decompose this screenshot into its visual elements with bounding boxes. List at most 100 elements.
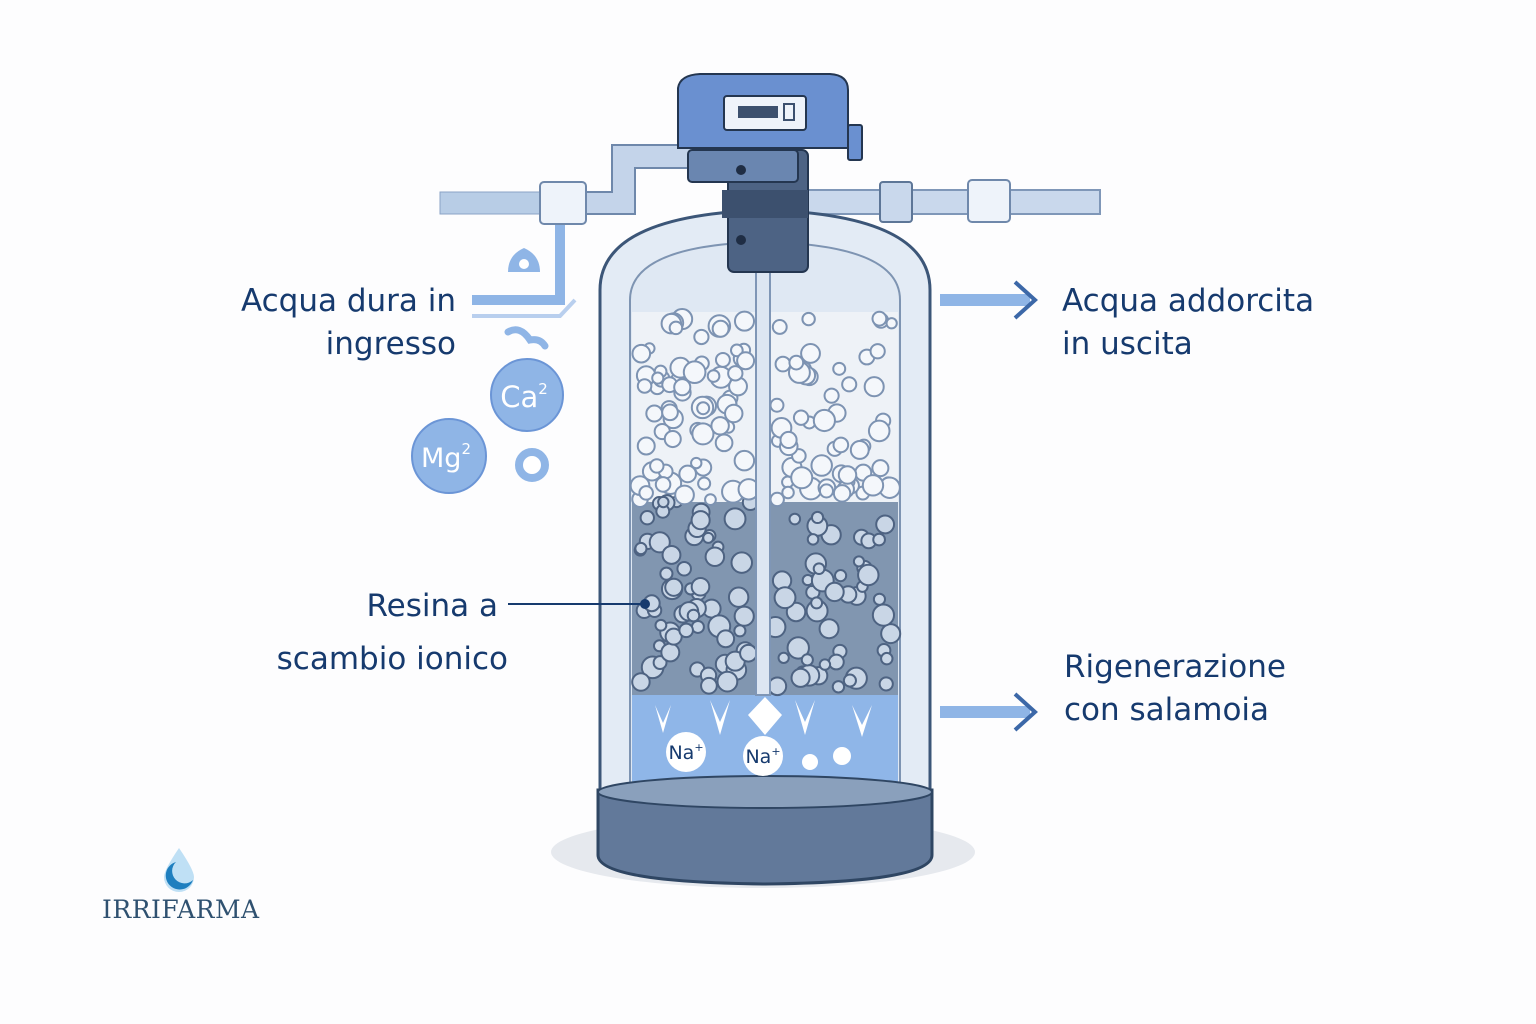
resin-bead <box>800 343 821 364</box>
resin-bead <box>631 672 651 692</box>
resin-bead <box>674 484 695 506</box>
resin-bead <box>790 466 814 490</box>
resin-bead <box>716 670 739 693</box>
resin-bead <box>636 378 653 394</box>
resin-bead <box>711 319 730 338</box>
resin-bead <box>706 369 721 383</box>
resin-bead <box>871 459 890 478</box>
resin-bead <box>723 507 747 531</box>
resin-bead <box>863 376 885 398</box>
outlet-label: Acqua addorcita in uscita <box>1062 280 1314 366</box>
resin-bead <box>788 512 802 526</box>
inlet-label-line-2: ingresso <box>325 326 456 362</box>
tank-base-rim <box>597 775 933 809</box>
resin-bead <box>875 514 896 535</box>
resin-bead <box>729 343 744 358</box>
regeneration-label-line-1: Rigenerazione <box>1064 649 1286 685</box>
resin-bead <box>676 560 692 577</box>
resin-bead <box>673 378 692 397</box>
calcium-ion-label: Ca2 <box>500 380 548 414</box>
resin-bead <box>812 408 836 433</box>
regeneration-arrow <box>940 692 1038 732</box>
resin-bead <box>690 510 711 531</box>
resin-bead <box>885 317 898 330</box>
magnesium-ion <box>411 418 487 494</box>
resin-bead <box>779 430 798 450</box>
resin-bead <box>730 551 753 574</box>
resin-bead <box>849 440 870 460</box>
resin-bead <box>781 485 795 500</box>
resin-bead <box>788 354 805 371</box>
resin-bead <box>690 456 703 470</box>
resin-bead <box>880 623 902 645</box>
outlet-label-line-2: in uscita <box>1062 326 1193 362</box>
resin-bead <box>664 577 684 597</box>
resin-bead <box>872 532 886 547</box>
resin-bead <box>661 545 682 565</box>
resin-label: Resina a scambio ionico <box>240 580 508 686</box>
resin-bead <box>682 360 707 385</box>
resin-bead <box>871 310 888 327</box>
resin-bead <box>690 576 711 597</box>
magnesium-ion-label: Mg2 <box>421 440 471 474</box>
outlet-label-line-1: Acqua addorcita <box>1062 283 1315 319</box>
regeneration-label: Rigenerazione con salamoia <box>1064 646 1286 732</box>
outlet-pipe <box>799 179 1101 223</box>
resin-bead <box>654 618 668 632</box>
resin-bead <box>869 343 886 360</box>
resin-bead <box>702 531 715 544</box>
bubble <box>802 754 818 770</box>
resin-bead <box>733 605 755 627</box>
resin-bead <box>638 485 654 501</box>
resin-bead <box>649 458 665 474</box>
resin-bead <box>727 365 744 382</box>
resin-bead <box>631 343 652 364</box>
resin-bead <box>827 653 845 671</box>
bubble <box>833 747 851 765</box>
resin-bead <box>733 310 756 332</box>
resin-bead <box>663 430 682 449</box>
resin-bead <box>777 651 790 664</box>
irrifarma-logo-icon <box>164 848 194 892</box>
resin-bead <box>733 624 747 638</box>
resin-bead <box>810 510 825 525</box>
resin-bead <box>648 531 671 554</box>
resin-bead <box>818 483 834 499</box>
resin-bead <box>880 651 894 666</box>
resin-bead <box>660 642 681 663</box>
resin-bead <box>657 495 670 509</box>
resin-bead <box>806 533 820 546</box>
resin-label-line-2: scambio ionico <box>276 641 508 677</box>
resin-bead <box>771 319 788 335</box>
resin-bead <box>861 474 885 497</box>
resin-bead <box>739 643 758 663</box>
tank-base <box>596 788 934 886</box>
sodium-ion-2 <box>743 736 783 776</box>
riser-tube <box>755 269 771 696</box>
irrifarma-logo-text: IRRIFARMA <box>102 895 260 924</box>
resin-bead <box>837 465 858 485</box>
resin-bead <box>691 422 715 446</box>
small-drop-icon <box>504 326 549 350</box>
resin-bead <box>678 622 694 639</box>
resin-bead <box>769 397 785 413</box>
resin-label-line-1: Resina a <box>366 588 498 624</box>
resin-bead <box>733 449 756 472</box>
brine-arrows <box>655 697 872 737</box>
resin-bead <box>661 403 679 422</box>
resin-bead <box>818 618 840 640</box>
resin-bead <box>724 403 744 424</box>
resin-bead <box>818 658 832 671</box>
resin-bead <box>696 401 711 416</box>
resin-bead <box>842 673 857 688</box>
resin-bead <box>810 596 824 610</box>
resin-bead <box>710 416 730 436</box>
resin-bead <box>786 636 810 660</box>
resin-bead <box>654 476 672 493</box>
sodium-ion-1 <box>666 732 706 772</box>
resin-bead <box>790 667 811 688</box>
sodium-ion-1-label: Na+ <box>668 741 703 764</box>
control-valve <box>677 73 863 273</box>
resin-bead <box>634 541 648 556</box>
resin-bead <box>678 464 697 484</box>
